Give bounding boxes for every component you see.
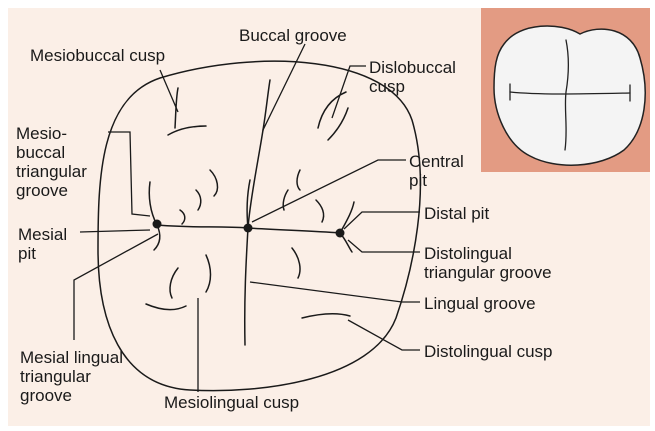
- leader-mesiobuccal-triangular-groove: [108, 132, 150, 216]
- tooth-outline: [98, 61, 420, 390]
- leader-mesial-pit: [80, 230, 150, 232]
- label-mesial-lingual-triangular-groove: Mesial lingual triangular groove: [20, 348, 123, 405]
- leader-distolingual-cusp: [348, 320, 420, 350]
- label-distal-pit: Distal pit: [424, 204, 489, 223]
- leader-mesial-lingual-triangular-groove: [74, 234, 158, 340]
- leader-central-pit: [252, 160, 406, 222]
- buccal-groove-line: [248, 130, 263, 228]
- leader-lingual-groove: [250, 282, 420, 302]
- distal-pit-dot: [336, 229, 345, 238]
- label-mesiobuccal-triangular-groove: Mesio- buccal triangular groove: [16, 124, 87, 200]
- label-distolingual-cusp: Distolingual cusp: [424, 342, 553, 361]
- leader-distolingual-triangular-groove: [348, 240, 420, 252]
- label-mesiobuccal-cusp: Mesiobuccal cusp: [30, 46, 165, 65]
- leader-distal-pit: [344, 212, 420, 229]
- label-lingual-groove: Lingual groove: [424, 294, 536, 313]
- label-distolingual-triangular-groove: Distolingual triangular groove: [424, 244, 552, 282]
- lingual-groove-line: [245, 228, 248, 345]
- mesiobuccal-triangular-groove-line: [149, 182, 157, 225]
- leader-distobuccal-cusp: [332, 66, 366, 118]
- label-central-pit: Central pit: [409, 152, 464, 190]
- label-mesial-pit: Mesial pit: [18, 225, 67, 263]
- label-buccal-groove: Buccal groove: [239, 26, 347, 45]
- label-mesiolingual-cusp: Mesiolingual cusp: [164, 393, 299, 412]
- leader-mesiobuccal-cusp: [160, 70, 178, 112]
- mesial-lingual-triangular-groove-line: [154, 225, 160, 250]
- mesial-pit-dot: [153, 220, 162, 229]
- distal-groove-upper: [340, 202, 354, 233]
- label-distobuccal-cusp: Dislobuccal cusp: [369, 58, 456, 96]
- inset-tooth-drawing: [494, 26, 645, 165]
- central-pit-dot: [244, 224, 253, 233]
